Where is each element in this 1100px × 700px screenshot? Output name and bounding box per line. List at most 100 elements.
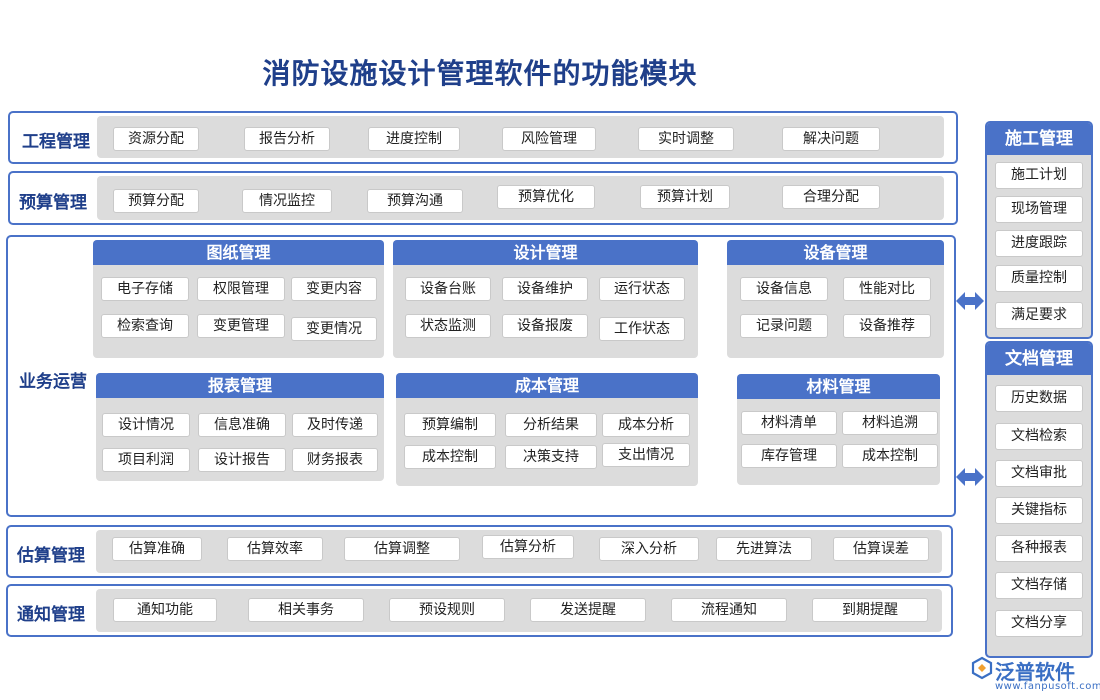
chip-item: 库存管理	[741, 444, 837, 468]
chip-item: 设备推荐	[843, 314, 931, 338]
chip-item: 估算分析	[482, 535, 574, 559]
row-gongcheng: 工程管理 资源分配 报告分析 进度控制 风险管理 实时调整 解决问题	[8, 111, 958, 164]
chip-item: 状态监测	[405, 314, 491, 338]
chip-item: 先进算法	[716, 537, 812, 561]
side-wendang: 文档管理 历史数据 文档检索 文档审批 关键指标 各种报表 文档存储 文档分享	[985, 341, 1093, 658]
chip-item: 风险管理	[502, 127, 596, 151]
chip-item: 设计报告	[198, 448, 286, 472]
chip-item: 电子存储	[101, 277, 189, 301]
chip-item: 预算分配	[113, 189, 199, 213]
chip-item: 解决问题	[782, 127, 880, 151]
row-yusuan-label: 预算管理	[19, 193, 87, 213]
row-gongcheng-items: 资源分配 报告分析 进度控制 风险管理 实时调整 解决问题	[97, 116, 944, 158]
side-item: 文档分享	[995, 610, 1083, 637]
chip-item: 相关事务	[248, 598, 364, 622]
chip-item: 设备报废	[502, 314, 588, 338]
side-item: 进度跟踪	[995, 230, 1083, 257]
side-item: 满足要求	[995, 302, 1083, 329]
row-gongcheng-label: 工程管理	[22, 132, 90, 152]
chip-item: 进度控制	[368, 127, 460, 151]
chip-item: 性能对比	[843, 277, 931, 301]
chip-item: 预算编制	[404, 413, 496, 437]
panel-cailiao-title: 材料管理	[737, 374, 940, 399]
chip-item: 情况监控	[242, 189, 332, 213]
chip-item: 变更情况	[291, 317, 377, 341]
chip-item: 变更管理	[197, 314, 285, 338]
side-item: 文档审批	[995, 460, 1083, 487]
chip-item: 设备维护	[502, 277, 588, 301]
double-arrow-icon	[956, 468, 984, 486]
chip-item: 预算计划	[640, 185, 730, 209]
panel-chengben-title: 成本管理	[396, 373, 698, 398]
chip-item: 运行状态	[599, 277, 685, 301]
chip-item: 估算误差	[833, 537, 929, 561]
chip-item: 预设规则	[389, 598, 505, 622]
chip-item: 合理分配	[782, 185, 880, 209]
fanpu-logo-icon	[971, 656, 993, 680]
chip-item: 财务报表	[292, 448, 378, 472]
side-shigong: 施工管理 施工计划 现场管理 进度跟踪 质量控制 满足要求	[985, 121, 1093, 339]
business-label: 业务运营	[19, 372, 87, 392]
chip-item: 到期提醒	[812, 598, 928, 622]
side-item: 文档存储	[995, 572, 1083, 599]
chip-item: 深入分析	[599, 537, 699, 561]
chip-item: 工作状态	[599, 317, 685, 341]
chip-item: 流程通知	[671, 598, 787, 622]
logo-name: 泛普软件	[995, 660, 1075, 684]
chip-item: 成本控制	[842, 444, 938, 468]
chip-item: 项目利润	[102, 448, 190, 472]
panel-baobiao-title: 报表管理	[96, 373, 384, 398]
chip-item: 及时传递	[292, 413, 378, 437]
panel-sheji: 设计管理 设备台账 设备维护 运行状态 状态监测 设备报废 工作状态	[393, 240, 698, 358]
chip-item: 支出情况	[602, 443, 690, 467]
side-shigong-title: 施工管理	[987, 123, 1091, 155]
panel-baobiao: 报表管理 设计情况 信息准确 及时传递 项目利润 设计报告 财务报表	[96, 373, 384, 481]
panel-cailiao: 材料管理 材料清单 材料追溯 库存管理 成本控制	[737, 374, 940, 485]
chip-item: 发送提醒	[530, 598, 646, 622]
row-tongzhi: 通知管理 通知功能 相关事务 预设规则 发送提醒 流程通知 到期提醒	[6, 584, 953, 637]
chip-item: 检索查询	[101, 314, 189, 338]
side-item: 质量控制	[995, 265, 1083, 292]
chip-item: 报告分析	[244, 127, 330, 151]
row-tongzhi-label: 通知管理	[17, 605, 85, 625]
side-item: 各种报表	[995, 535, 1083, 562]
chip-item: 估算调整	[344, 537, 460, 561]
chip-item: 决策支持	[505, 445, 597, 469]
chip-item: 设备台账	[405, 277, 491, 301]
side-item: 文档检索	[995, 423, 1083, 450]
side-item: 关键指标	[995, 497, 1083, 524]
row-tongzhi-items: 通知功能 相关事务 预设规则 发送提醒 流程通知 到期提醒	[96, 589, 942, 632]
row-gusuan-label: 估算管理	[17, 546, 85, 566]
chip-item: 估算效率	[227, 537, 323, 561]
chip-item: 材料追溯	[842, 411, 938, 435]
chip-item: 通知功能	[113, 598, 217, 622]
chip-item: 信息准确	[198, 413, 286, 437]
logo-url: www.fanpusoft.com	[995, 681, 1100, 692]
chip-item: 设计情况	[102, 413, 190, 437]
chip-item: 记录问题	[740, 314, 828, 338]
double-arrow-icon	[956, 292, 984, 310]
chip-item: 分析结果	[505, 413, 597, 437]
row-yusuan: 预算管理 预算分配 情况监控 预算沟通 预算优化 预算计划 合理分配	[8, 171, 958, 225]
chip-item: 预算沟通	[367, 189, 463, 213]
chip-item: 材料清单	[741, 411, 837, 435]
panel-sheji-title: 设计管理	[393, 240, 698, 265]
side-item: 现场管理	[995, 196, 1083, 223]
chip-item: 资源分配	[113, 127, 199, 151]
chip-item: 成本控制	[404, 445, 496, 469]
row-yusuan-items: 预算分配 情况监控 预算沟通 预算优化 预算计划 合理分配	[97, 176, 944, 220]
row-gusuan: 估算管理 估算准确 估算效率 估算调整 估算分析 深入分析 先进算法 估算误差	[6, 525, 953, 578]
chip-item: 成本分析	[602, 413, 690, 437]
panel-shebei-title: 设备管理	[727, 240, 944, 265]
chip-item: 变更内容	[291, 277, 377, 301]
side-wendang-title: 文档管理	[987, 343, 1091, 375]
chip-item: 设备信息	[740, 277, 828, 301]
panel-shebei: 设备管理 设备信息 性能对比 记录问题 设备推荐	[727, 240, 944, 358]
panel-chengben: 成本管理 预算编制 分析结果 成本分析 成本控制 决策支持 支出情况	[396, 373, 698, 486]
chip-item: 预算优化	[497, 185, 595, 209]
chip-item: 权限管理	[197, 277, 285, 301]
row-gusuan-items: 估算准确 估算效率 估算调整 估算分析 深入分析 先进算法 估算误差	[96, 530, 942, 573]
chip-item: 实时调整	[638, 127, 734, 151]
side-item: 施工计划	[995, 162, 1083, 189]
panel-tuzhi: 图纸管理 电子存储 权限管理 变更内容 检索查询 变更管理 变更情况	[93, 240, 384, 358]
